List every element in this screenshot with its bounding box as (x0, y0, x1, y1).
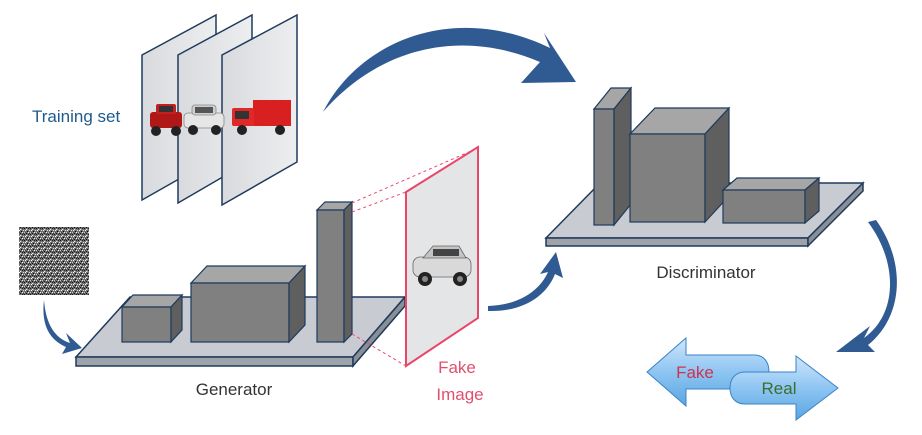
output-real-label: Real (762, 379, 797, 398)
car-photo-icon (412, 245, 472, 286)
output-fake-label: Fake (676, 363, 714, 382)
training-set-label: Training set (32, 107, 120, 126)
arrow-fake-to-discriminator (488, 252, 563, 312)
projection-lines (351, 147, 479, 367)
generator-label: Generator (196, 380, 273, 399)
arrow-to-discriminator (323, 27, 576, 112)
fake-image-label-line1: Fake (438, 358, 476, 377)
car-photo-icon (150, 100, 291, 136)
fake-image-slide (405, 145, 479, 368)
real-arrow-shape (729, 354, 839, 422)
output-fake-real-arrow (646, 336, 839, 422)
generator-model (74, 200, 407, 369)
random-noise-image-icon (19, 227, 89, 295)
discriminator-model (544, 86, 865, 248)
arrow-discriminator-to-output (836, 220, 897, 352)
training-set-stack (141, 13, 298, 207)
fake-image-label-line2: Image (436, 385, 483, 404)
discriminator-label: Discriminator (656, 263, 756, 282)
noise-arrow (43, 300, 82, 354)
